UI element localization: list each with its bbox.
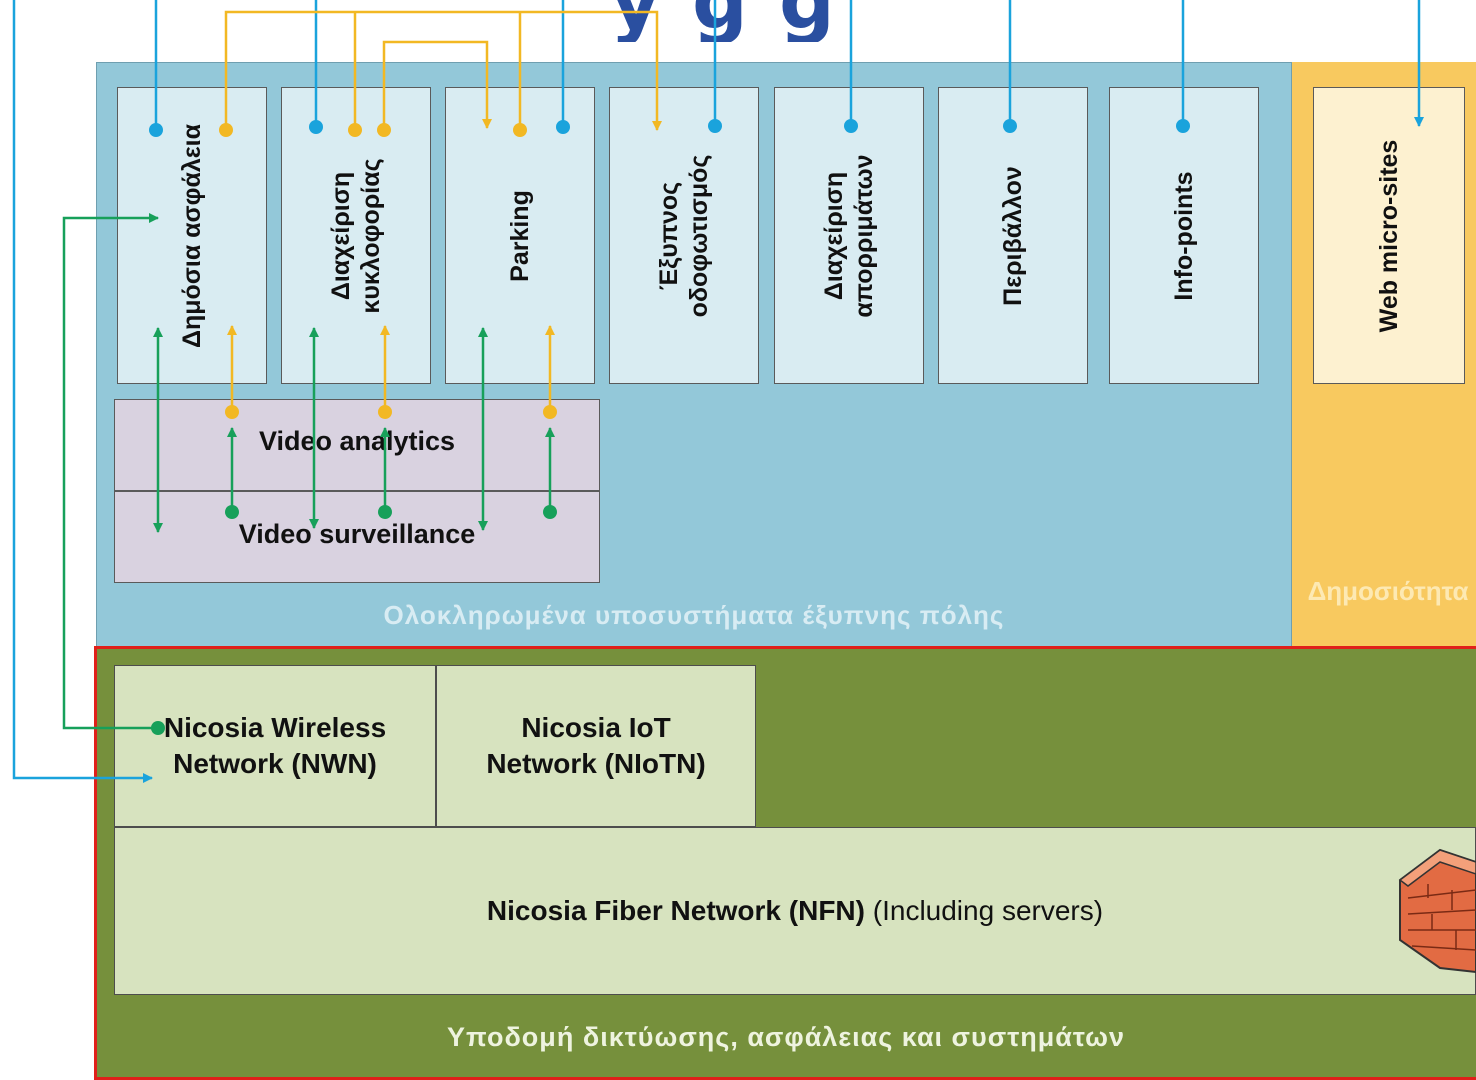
- orange-dot: [378, 405, 392, 419]
- video-analytics-label: Video analytics: [258, 426, 456, 456]
- nfn-label-rest: (Including servers): [864, 895, 1104, 926]
- video-surveillance-box: Video surveillance: [114, 491, 600, 583]
- niotn-label: Nicosia IoT Network (NIoTN): [486, 712, 706, 779]
- nfn-label: Nicosia Fiber Network (NFN) (Including s…: [115, 828, 1475, 994]
- orange-dot: [543, 405, 557, 419]
- nicosia-fiber-network-box: Nicosia Fiber Network (NFN) (Including s…: [114, 827, 1476, 995]
- infrastructure-caption: Υποδομή δικτύωσης, ασφάλειας και συστημά…: [447, 1022, 1125, 1052]
- subsystem-box-smart-lighting: Έξυπνος οδοφωτισμός: [609, 87, 759, 384]
- nicosia-iot-network-box: Nicosia IoT Network (NIoTN): [436, 665, 756, 827]
- orange-links: [224, 10, 662, 412]
- orange-dot: [219, 123, 233, 137]
- orange-link-top-bus: [224, 10, 662, 131]
- subsystem-box-environment: Περιβάλλον: [938, 87, 1088, 384]
- blue-dot: [844, 119, 858, 133]
- green-links: [62, 213, 555, 730]
- page-title-fragment: y g g: [610, 0, 1470, 42]
- blue-dot: [708, 119, 722, 133]
- blue-dot: [309, 120, 323, 134]
- blue-links: [12, 0, 1424, 783]
- blue-dot: [1003, 119, 1017, 133]
- nicosia-wireless-network-box: Nicosia Wireless Network (NWN): [114, 665, 436, 827]
- blue-link-outer: [12, 0, 153, 783]
- orange-dot: [513, 123, 527, 137]
- orange-dots: [219, 123, 557, 419]
- nwn-label: Nicosia Wireless Network (NWN): [163, 712, 387, 779]
- green-dot: [151, 721, 165, 735]
- subsystem-box-info-points: Info-points: [1109, 87, 1259, 384]
- publicity-caption: Δημοσιότητα: [1307, 576, 1469, 606]
- nfn-label-bold: Nicosia Fiber Network (NFN): [486, 895, 865, 926]
- subsystem-box-public-safety: Δημόσια ασφάλεια: [117, 87, 267, 384]
- blue-dots: [149, 119, 1190, 137]
- orange-dot: [225, 405, 239, 419]
- video-surveillance-label: Video surveillance: [238, 519, 476, 549]
- green-dot: [378, 505, 392, 519]
- green-dots: [151, 505, 557, 735]
- web-micro-sites-box: Web micro-sites: [1313, 87, 1465, 384]
- firewall-icon: [1398, 848, 1476, 974]
- video-analytics-box: Video analytics: [114, 399, 600, 491]
- green-dot: [543, 505, 557, 519]
- green-link-nwn-public-safety: [62, 213, 159, 730]
- orange-dot: [377, 123, 391, 137]
- blue-dot: [556, 120, 570, 134]
- green-dot: [225, 505, 239, 519]
- subsystem-box-waste-management: Διαχείριση απορριμάτων: [774, 87, 924, 384]
- blue-dot: [1176, 119, 1190, 133]
- orange-link-traffic-parking: [382, 40, 492, 130]
- orange-dot: [348, 123, 362, 137]
- subsystems-caption: Ολοκληρωμένα υποσυστήματα έξυπνης πόλης: [383, 600, 1005, 630]
- blue-dot: [149, 123, 163, 137]
